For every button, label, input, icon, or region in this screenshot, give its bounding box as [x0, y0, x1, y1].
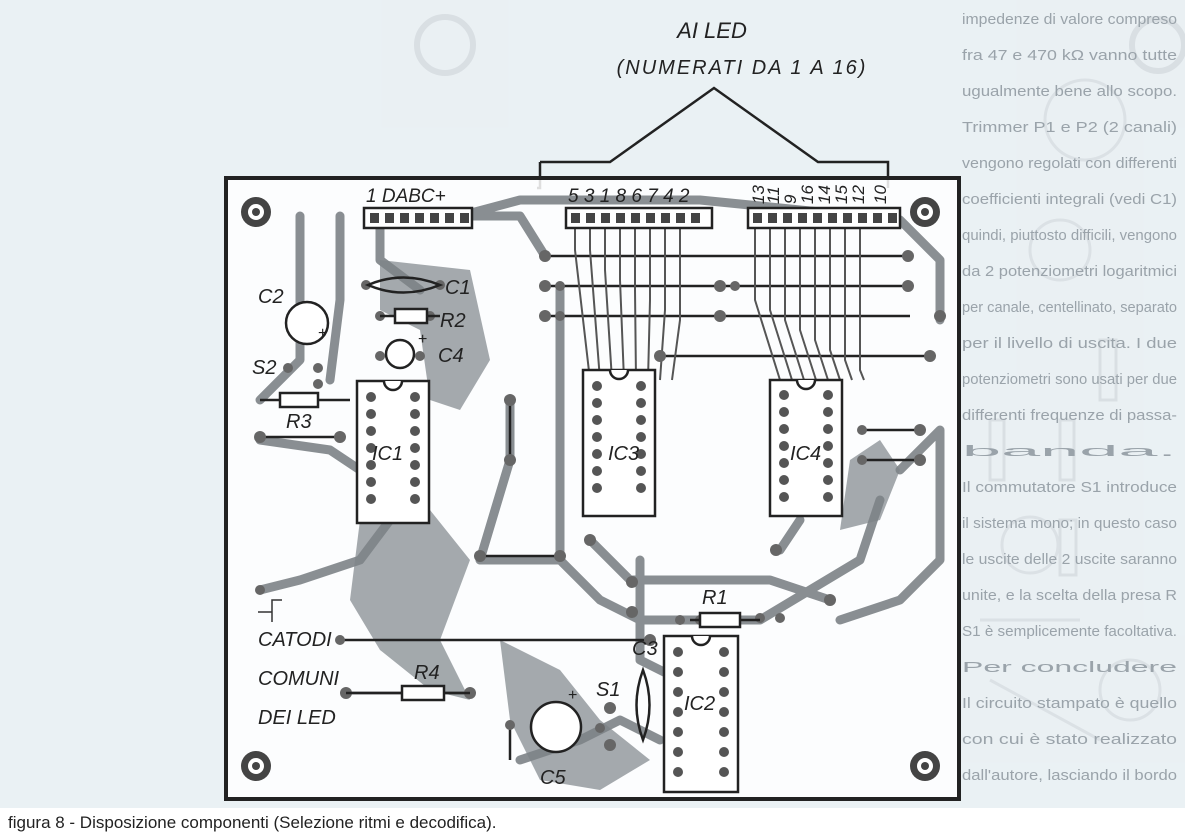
polarity-marks: + + +	[318, 325, 577, 704]
background-text-line: da 2 potenziometri logaritmici	[962, 263, 1177, 280]
background-text-line: quindi, piuttosto difficili, vengono	[962, 227, 1177, 244]
component-labels: C1 C2 R2 C4 S2 R3 IC1 IC3 IC4 R1 C3 S1 I…	[252, 277, 821, 789]
background-text-line: banda.	[962, 443, 1177, 460]
background-text-line: unite, e la scelta della presa R	[962, 587, 1177, 604]
label-r4: R4	[414, 662, 440, 684]
connector-right-label: 9	[781, 194, 800, 204]
note-line-2: COMUNI	[258, 668, 340, 690]
ic-pins	[366, 381, 833, 777]
connector-right-label: 13	[749, 185, 768, 204]
label-r2: R2	[440, 310, 466, 332]
label-ic2: IC2	[684, 693, 715, 715]
plus-c2: +	[318, 325, 327, 342]
background-text-line: dall'autore, lasciando il bordo	[962, 767, 1177, 784]
connector-left-label: 1 DABC+	[366, 186, 446, 207]
capacitor-c3	[635, 666, 651, 744]
label-ic1: IC1	[372, 443, 403, 465]
background-text-line: Il circuito stampato è quello	[962, 695, 1177, 712]
plus-c4: +	[418, 331, 427, 348]
connector-right-label: 12	[849, 185, 868, 204]
background-text-line: il sistema mono; in questo caso	[962, 515, 1177, 532]
background-text-line: S1 è semplicemente facoltativa.	[962, 623, 1177, 640]
background-text-line: impedenze di valore compreso	[962, 11, 1177, 28]
label-ic4: IC4	[790, 443, 821, 465]
plus-c5: +	[568, 687, 577, 704]
connector-right	[746, 206, 902, 230]
background-text-line: le uscite delle 2 uscite saranno	[962, 551, 1177, 568]
header-line2: (NUMERATI DA 1 A 16)	[617, 57, 868, 79]
mounting-hole-tl	[241, 197, 271, 227]
mounting-hole-br	[910, 751, 940, 781]
background-text-line: potenziometri sono usati per due	[962, 371, 1177, 388]
background-text-line: Trimmer P1 e P2 (2 canali)	[962, 119, 1177, 136]
background-text-line: vengono regolati con differenti	[962, 155, 1177, 172]
background-article-text: impedenze di valore compreso fra 47 e 470…	[962, 11, 1177, 784]
capacitor-c5	[529, 700, 583, 754]
resistor-r2	[380, 307, 440, 325]
background-text-line: per il livello di uscita. I due	[962, 335, 1177, 352]
capacitor-c4	[384, 338, 416, 370]
connector-fanout	[574, 222, 865, 381]
label-c3: C3	[632, 638, 658, 660]
led-cathode-mark	[258, 599, 282, 622]
resistor-r1	[690, 611, 760, 629]
connector-right-label: 14	[815, 185, 834, 204]
label-c5: C5	[540, 767, 566, 789]
label-s1: S1	[596, 679, 620, 701]
mounting-holes	[241, 197, 940, 781]
connector-right-label: 11	[764, 186, 783, 204]
note-line-3: DEI LED	[258, 707, 336, 729]
connector-left	[362, 206, 474, 230]
background-text-line: Per concludere	[962, 659, 1177, 676]
connector-right-label: 10	[871, 185, 890, 204]
background-text-line: Il commutatore S1 introduce	[962, 479, 1177, 496]
connector-right-label: 16	[798, 185, 817, 204]
pads	[254, 250, 946, 751]
label-s2: S2	[252, 357, 276, 379]
label-r3: R3	[286, 411, 312, 433]
capacitor-c2	[284, 300, 330, 346]
background-text-line: per canale, centellinato, separato	[962, 299, 1177, 316]
connector-right-labels: 13 11 9 16 14 15 12 10	[749, 185, 890, 204]
background-text-line: coefficienti integrali (vedi C1)	[962, 191, 1177, 208]
label-r1: R1	[702, 587, 728, 609]
label-c1: C1	[445, 277, 471, 299]
capacitor-c1	[364, 276, 444, 294]
label-c2: C2	[258, 286, 284, 308]
connector-middle	[564, 206, 714, 230]
background-text-line: ugualmente bene allo scopo.	[962, 83, 1177, 100]
background-text-line: con cui è stato realizzato	[962, 731, 1177, 748]
header-line1: AI LED	[675, 18, 747, 43]
resistor-r4	[346, 684, 470, 702]
connector-middle-label: 5 3 1 8 6 7 4 2	[568, 186, 690, 207]
resistor-r3	[260, 391, 350, 409]
mounting-hole-bl	[241, 751, 271, 781]
mounting-hole-tr	[910, 197, 940, 227]
figure-caption: figura 8 - Disposizione componenti (Sele…	[0, 808, 1185, 837]
note-line-1: CATODI	[258, 629, 332, 651]
cathode-note: CATODI COMUNI DEI LED	[258, 629, 340, 729]
label-ic3: IC3	[608, 443, 639, 465]
label-c4: C4	[438, 345, 464, 367]
background-text-line: differenti frequenze di passa-	[962, 407, 1177, 424]
connector-right-label: 15	[832, 185, 851, 204]
background-text-line: fra 47 e 470 kΩ vanno tutte	[962, 47, 1177, 64]
